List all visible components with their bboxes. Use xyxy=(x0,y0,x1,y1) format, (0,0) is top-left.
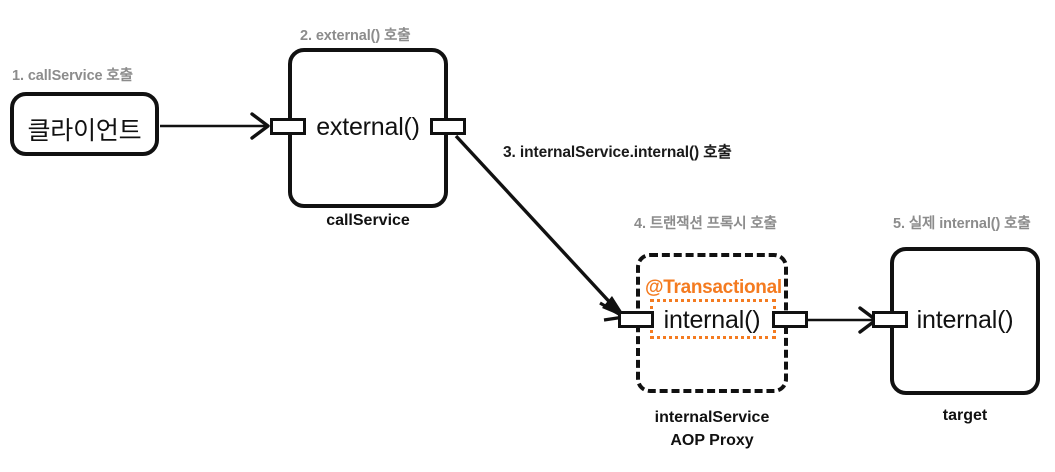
port-call-service-out[interactable] xyxy=(430,118,466,135)
step-label-2: 2. external() 호출 xyxy=(300,28,411,44)
step-label-4: 4. 트랜잭션 프록시 호출 xyxy=(634,216,777,232)
port-proxy-out[interactable] xyxy=(772,311,808,328)
port-target-in[interactable] xyxy=(872,311,908,328)
node-call-service-caption: callService xyxy=(326,212,410,229)
connector-proxy-to-target xyxy=(800,306,878,334)
node-target-title: internal() xyxy=(916,306,1014,334)
port-call-service-in[interactable] xyxy=(270,118,306,135)
node-proxy-caption-line2: AOP Proxy xyxy=(670,432,754,449)
step-label-3: 3. internalService.internal() 호출 xyxy=(503,144,732,161)
node-client[interactable] xyxy=(10,92,159,156)
step-label-5: 5. 실제 internal() 호출 xyxy=(893,216,1031,232)
node-call-service-title: external() xyxy=(316,113,420,141)
connector-client-to-callservice xyxy=(160,112,270,140)
step-label-1: 1. callService 호출 xyxy=(12,68,133,84)
node-proxy-caption-line1: internalService xyxy=(654,409,770,426)
node-target-caption: target xyxy=(942,407,988,424)
connector-callservice-to-proxy xyxy=(454,134,626,322)
node-proxy-title: internal() xyxy=(663,306,761,334)
node-target[interactable] xyxy=(890,247,1040,395)
port-proxy-in[interactable] xyxy=(618,311,654,328)
node-client-title: 클라이언트 xyxy=(27,117,142,145)
transactional-annotation-label: @Transactional xyxy=(645,277,782,298)
node-internal-service-proxy[interactable] xyxy=(636,253,788,393)
